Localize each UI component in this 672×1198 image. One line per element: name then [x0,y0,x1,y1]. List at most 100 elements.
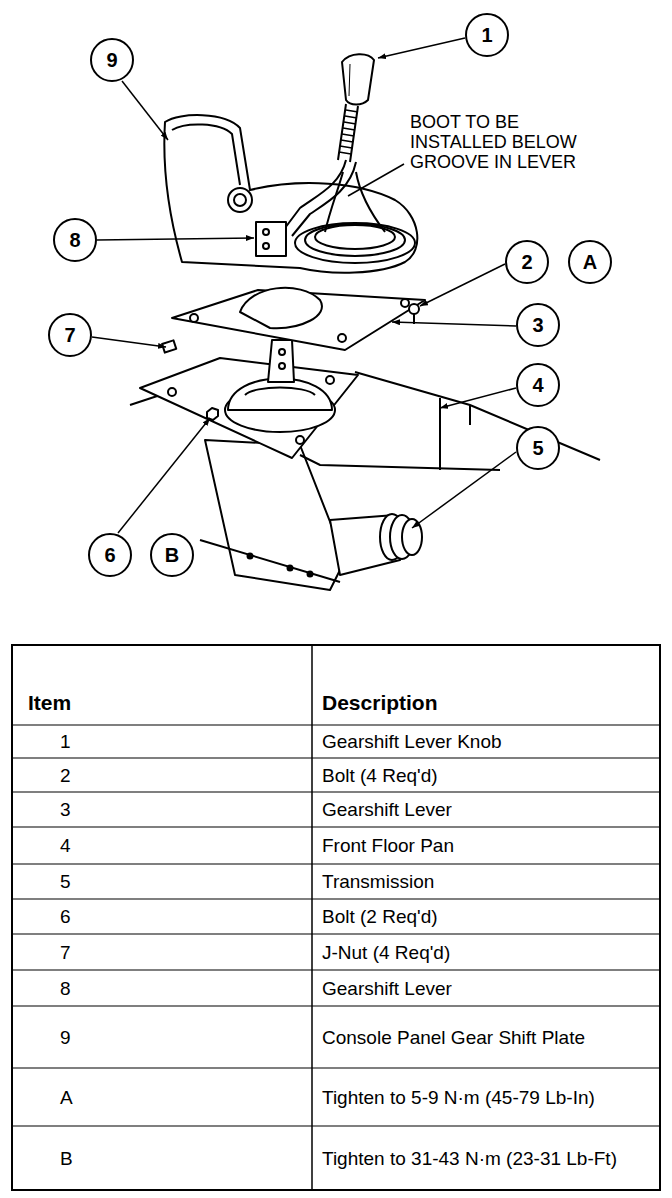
table-cell: Bolt (2 Req'd) [322,904,650,929]
callout-circle: 9 [90,38,134,82]
table-cell: Item [28,690,298,715]
leader-line [92,337,166,347]
table-grid [12,645,660,1190]
shifter-base-drawing [279,363,285,369]
leader-line [412,452,516,528]
callout-number: 1 [481,24,492,46]
leader-line [118,418,210,533]
callout-number: 9 [106,49,117,71]
console-boot-drawing [164,115,417,273]
shifter-base-drawing [168,388,176,396]
leader-line [378,38,465,58]
note-text: BOOT TO BE INSTALLED BELOW GROOVE IN LEV… [410,112,610,172]
lever-drawing [256,222,286,256]
console-boot-drawing [172,124,240,185]
callout-circle: 1 [465,13,509,57]
console-boot-drawing [234,194,246,206]
console-boot-drawing [295,223,415,263]
transmission-drawing [288,566,293,571]
shifter-base-drawing [245,388,315,396]
callout-circle: 3 [516,303,560,347]
table-cell: Bolt (4 Req'd) [322,763,650,788]
floor-pan-drawing [355,372,600,460]
shifter-base-drawing [268,340,294,382]
callout-number: 6 [104,544,115,566]
shifter-base-drawing [326,376,334,384]
lever-drawing [349,64,350,96]
callout-circle: 8 [53,218,97,262]
lever-drawing [339,110,358,154]
callout-circle: 4 [516,363,560,407]
lever-drawing [263,243,269,249]
lever-drawing [338,104,358,162]
table-cell: 6 [60,904,300,929]
table-cell: 9 [60,1025,300,1050]
shifter-base-drawing [279,349,285,355]
leader-line [392,322,516,326]
transmission-drawing [200,540,340,582]
table-grid [12,725,660,1126]
transmission-drawing [402,519,422,555]
console-boot-drawing [305,224,405,256]
floor-pan-drawing [300,455,500,470]
table-cell: Gearshift Lever [322,976,650,1001]
shifter-base-drawing [130,340,358,458]
table-cell: J-Nut (4 Req'd) [322,940,650,965]
table-cell: Gearshift Lever Knob [322,729,650,754]
console-boot-drawing [164,115,417,273]
lever-drawing [292,162,356,236]
lever-drawing [256,54,374,256]
callout-circle: 5 [516,426,560,470]
shift-plate-drawing [401,299,409,307]
callout-circle: 2 [505,240,549,284]
transmission-drawing [308,572,313,577]
callout-number: 7 [64,324,75,346]
callout-circle: A [568,240,612,284]
table-cell: 5 [60,869,300,894]
callout-number: 5 [532,437,543,459]
table-grid [311,645,313,1190]
shifter-base-drawing [140,358,358,458]
shift-plate-drawing [172,288,425,350]
table-cell: 2 [60,763,300,788]
leader-line [348,164,404,196]
table-cell: 3 [60,797,300,822]
shifter-base-drawing [228,379,332,411]
shift-plate-drawing [190,314,198,322]
console-boot-drawing [228,188,252,212]
lever-drawing [342,54,374,104]
shifter-base-drawing [207,408,218,420]
table-cell: Console Panel Gear Shift Plate [322,1025,650,1050]
table-cell: Gearshift Lever [322,797,650,822]
callout-number: 3 [532,314,543,336]
callout-circle: 6 [88,533,132,577]
transmission-drawing [200,440,422,590]
leader-line [420,264,505,306]
callout-number: 4 [532,374,543,396]
callout-number: A [583,251,597,273]
leader-line [122,81,168,140]
table-cell: Tighten to 5-9 N·m (45-79 Lb-In) [322,1085,650,1110]
table-cell: A [60,1085,300,1110]
transmission-drawing [248,554,253,559]
table-grid [12,645,660,1190]
shifter-base-drawing [296,436,304,444]
table-cell: Description [322,690,650,715]
table-cell: 4 [60,833,300,858]
shift-plate-drawing [240,288,322,328]
callout-circle: B [150,533,194,577]
lever-drawing [263,229,269,235]
table-cell: 1 [60,729,300,754]
table-cell: B [60,1146,300,1171]
table-cell: 8 [60,976,300,1001]
callout-number: 2 [521,251,532,273]
leader-line [97,238,254,240]
table-cell: Front Floor Pan [322,833,650,858]
leader-line [440,388,516,408]
table-cell: Transmission [322,869,650,894]
callout-number: B [165,544,179,566]
table-cell: 7 [60,940,300,965]
